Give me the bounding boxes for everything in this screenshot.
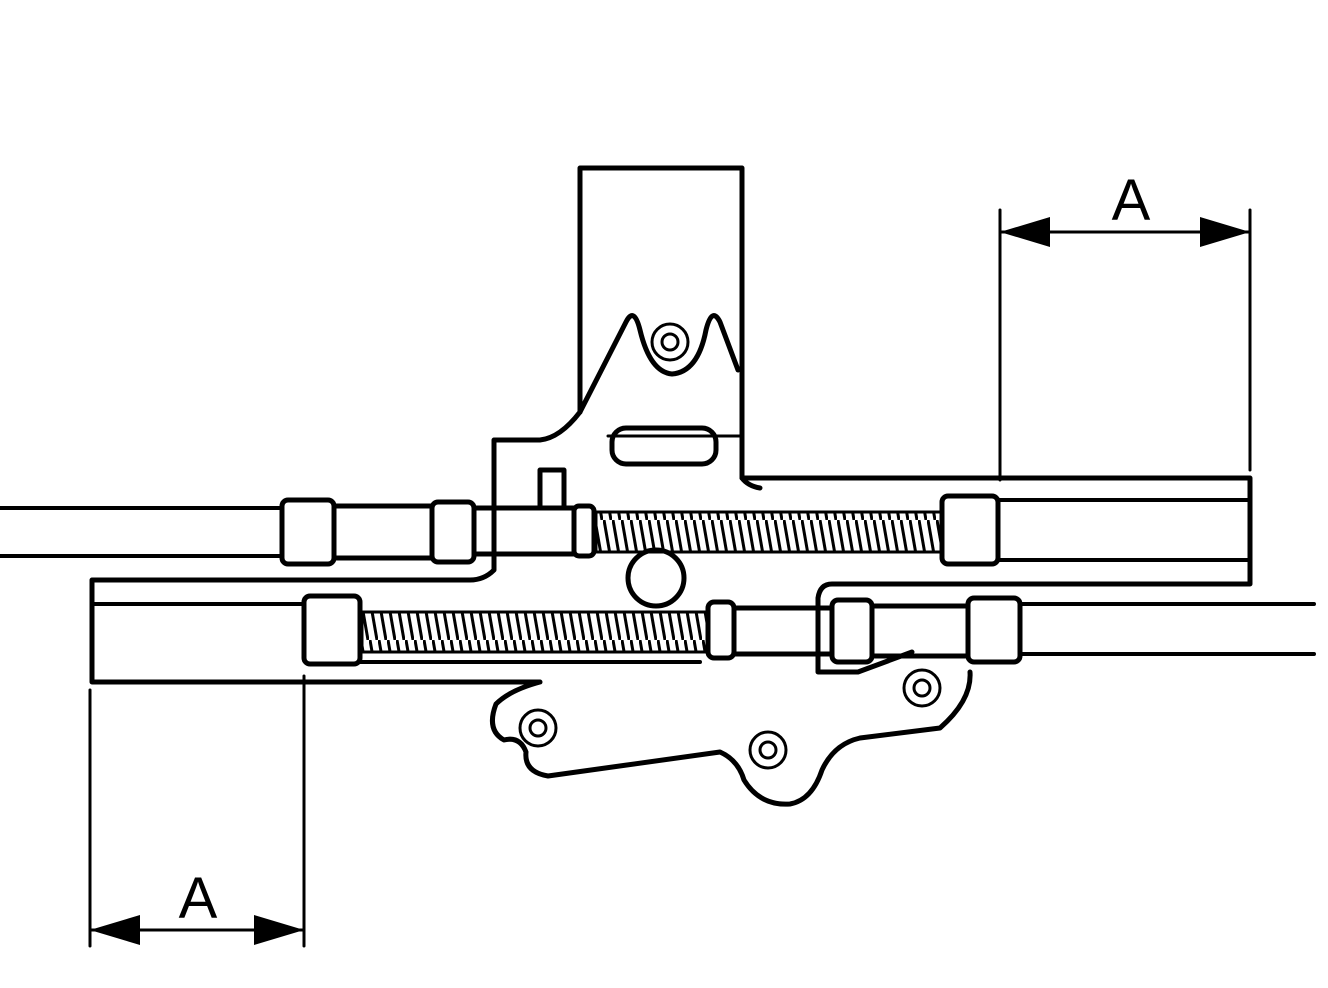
dimension-label-lower: A — [179, 866, 218, 931]
dimension-label-upper: A — [1112, 168, 1151, 233]
lower-spring — [360, 610, 710, 654]
lower-ferrule — [869, 603, 971, 659]
lower-conduit — [1018, 602, 1316, 656]
lower-rod-end — [705, 599, 737, 661]
upper-spring — [594, 510, 944, 554]
upright-bracket — [577, 165, 1253, 675]
lever-pivot-right — [902, 668, 942, 708]
upper-rod-end — [571, 503, 597, 559]
lower-ferrule-collar — [829, 597, 875, 665]
upper-exit-line — [996, 498, 1252, 562]
upper-conduit — [0, 506, 284, 558]
fork-slot — [577, 313, 741, 415]
lever-pivot-center — [748, 730, 788, 770]
dimension-upper-right — [998, 208, 1252, 482]
bracket-slot — [609, 425, 719, 467]
upper-ferrule — [331, 503, 435, 561]
plate-step — [739, 475, 763, 491]
upper-ferrule-collar — [429, 499, 477, 565]
center-hole — [625, 547, 687, 609]
lever-pivot-left — [518, 708, 558, 748]
upper-ferrule-nut — [279, 497, 337, 567]
lower-ferrule-nut — [965, 595, 1023, 665]
fork-pivot — [650, 322, 690, 362]
upper-rod — [471, 505, 577, 557]
main-plate — [89, 409, 973, 807]
lower-exit-line — [90, 602, 702, 664]
upper-rod-tab — [537, 467, 567, 511]
dimension-lower-left — [88, 674, 306, 948]
upper-adjuster-nut — [939, 493, 1001, 567]
lower-adjuster-nut — [301, 593, 363, 667]
